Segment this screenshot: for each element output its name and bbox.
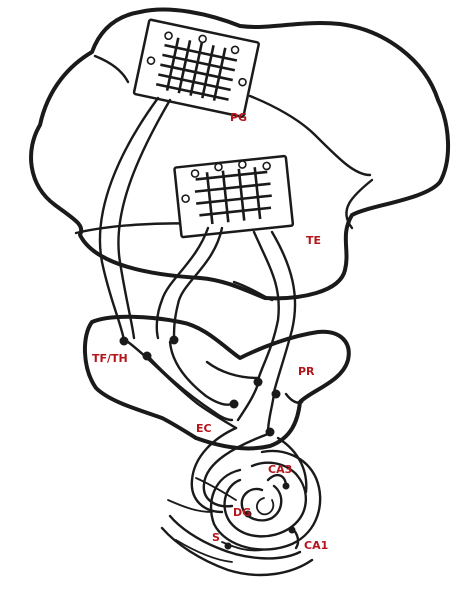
neuron-dot	[120, 337, 129, 346]
neuron-dot	[170, 336, 179, 345]
neuron-dot	[225, 543, 232, 550]
label-ec: EC	[196, 422, 212, 435]
neuron-dot	[289, 527, 296, 534]
parahippocampal-region	[85, 317, 349, 449]
neuron-dot	[272, 390, 281, 399]
neuron-dot	[230, 400, 239, 409]
neuron-dot	[143, 352, 152, 361]
electrode-grid-icon	[174, 156, 293, 237]
label-te: TE	[306, 234, 321, 247]
neuron-dot	[254, 378, 263, 387]
neuron-dot	[283, 483, 290, 490]
label-pr: PR	[298, 365, 315, 378]
subiculum-line	[162, 528, 312, 575]
label-tfth: TF/TH	[92, 352, 128, 365]
dentate-gyrus	[257, 498, 273, 514]
label-dg: DG	[233, 506, 251, 519]
ca3-fibers	[268, 475, 286, 484]
subiculum-line	[168, 500, 212, 512]
label-s: S	[212, 531, 220, 544]
label-pg: PG	[230, 111, 247, 124]
label-ca1: CA1	[304, 539, 328, 552]
ca-field-outline	[211, 451, 320, 550]
label-ca3: CA3	[268, 463, 292, 476]
